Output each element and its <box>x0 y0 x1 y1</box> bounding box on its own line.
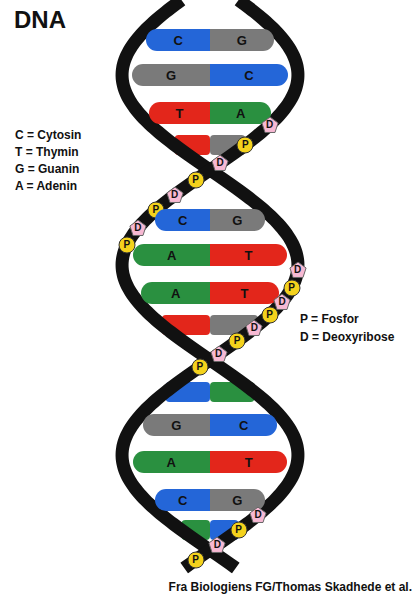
molecule-letter: D <box>249 506 267 524</box>
base-block: C <box>155 209 210 231</box>
phosphate-circle: P <box>236 136 254 154</box>
base-letter: T <box>245 455 253 470</box>
sugar-pentagon: D <box>261 116 279 134</box>
legend-key-text: G = Guanin <box>15 162 79 176</box>
molecule-letter: P <box>187 171 205 189</box>
molecule-letter: P <box>187 551 205 569</box>
base-block: T <box>210 451 287 473</box>
base-block: C <box>155 489 210 511</box>
sugar-pentagon: D <box>289 261 307 279</box>
base-block: A <box>133 244 210 266</box>
legend-key-text: P = Fosfor <box>300 312 359 326</box>
base-block: A <box>133 451 210 473</box>
base-letter: G <box>171 418 181 433</box>
backbone-strand <box>122 0 298 568</box>
sugar-pentagon: D <box>166 186 184 204</box>
base-letter: G <box>232 493 242 508</box>
base-letter: T <box>175 106 183 121</box>
backbone-strand <box>122 0 298 568</box>
molecule-letter: D <box>245 319 263 337</box>
base-block: C <box>210 414 277 436</box>
base-block: C <box>210 64 288 86</box>
molecule-letter: P <box>230 521 248 539</box>
sugar-pentagon: D <box>208 536 226 554</box>
base-letter: G <box>232 213 242 228</box>
sugar-pentagon: D <box>210 345 228 363</box>
molecule-letter: D <box>129 219 147 237</box>
base-block: A <box>141 282 210 304</box>
molecule-letter: P <box>191 358 209 376</box>
base-block: G <box>210 29 274 51</box>
base-letter: A <box>236 106 245 121</box>
base-letter: T <box>244 248 252 263</box>
base-block: T <box>210 244 287 266</box>
sugar-pentagon: D <box>249 506 267 524</box>
base-block: G <box>143 414 210 436</box>
base-block: A <box>210 102 271 124</box>
phosphate-circle: P <box>191 358 209 376</box>
sugar-pentagon: D <box>211 154 229 172</box>
source-caption: Fra Biologiens FG/Thomas Skadhede et al. <box>169 580 412 594</box>
sugar-pentagon: D <box>129 219 147 237</box>
molecule-letter: D <box>289 261 307 279</box>
base-block: T <box>210 282 279 304</box>
legend-key-text: C = Cytosin <box>15 128 81 142</box>
molecule-letter: P <box>228 332 246 350</box>
base-block: C <box>146 29 210 51</box>
base-letter: G <box>237 33 247 48</box>
molecule-letter: P <box>283 279 301 297</box>
base-letter: C <box>178 493 187 508</box>
molecule-letter: P <box>236 136 254 154</box>
base-block: T <box>149 102 210 124</box>
molecule-letter: D <box>210 345 228 363</box>
phosphate-circle: P <box>261 306 279 324</box>
title: DNA <box>14 6 66 34</box>
legend-key-text: D = Deoxyribose <box>300 330 394 344</box>
base-letter: C <box>173 33 182 48</box>
molecule-letter: D <box>208 536 226 554</box>
molecule-letter: D <box>273 293 291 311</box>
legend-key-text: A = Adenin <box>15 179 77 193</box>
base-letter: C <box>178 213 187 228</box>
base-letter: G <box>166 68 176 83</box>
base-letter: C <box>239 418 248 433</box>
molecule-letter: P <box>261 306 279 324</box>
molecule-letter: D <box>211 154 229 172</box>
molecule-letter: D <box>166 186 184 204</box>
phosphate-circle: P <box>187 551 205 569</box>
phosphate-circle: P <box>228 332 246 350</box>
base-letter: A <box>171 286 180 301</box>
base-letter: C <box>244 68 253 83</box>
base-letter: A <box>167 248 176 263</box>
sugar-pentagon: D <box>273 293 291 311</box>
phosphate-circle: P <box>230 521 248 539</box>
base-block: G <box>132 64 210 86</box>
molecule-letter: D <box>261 116 279 134</box>
legend-key-text: T = Thymin <box>15 145 79 159</box>
phosphate-circle: P <box>187 171 205 189</box>
base-block: G <box>210 209 265 231</box>
base-letter: A <box>167 455 176 470</box>
sugar-pentagon: D <box>245 319 263 337</box>
base-letter: T <box>240 286 248 301</box>
phosphate-circle: P <box>283 279 301 297</box>
